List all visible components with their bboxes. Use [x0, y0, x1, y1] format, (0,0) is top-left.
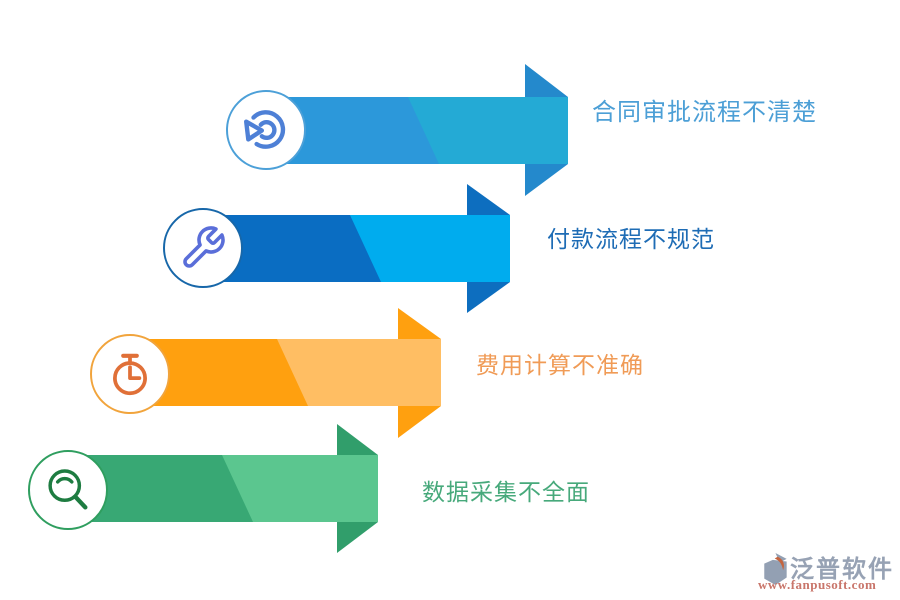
- magnifier-icon: [48, 469, 88, 510]
- arrow-band: [203, 215, 510, 282]
- arrowhead-bottom: [398, 406, 441, 438]
- step-label: 付款流程不规范: [547, 227, 715, 252]
- icon-badge: [226, 90, 306, 170]
- arrow-band: [266, 97, 568, 164]
- arrowhead-top: [337, 424, 378, 455]
- icon-badge: [90, 334, 170, 414]
- arrow-band-light-segment: [222, 455, 378, 522]
- arrowhead-top: [467, 184, 510, 215]
- arrow-band-light-segment: [350, 215, 510, 282]
- arrowhead-top: [398, 308, 441, 339]
- arrowhead-top: [525, 64, 568, 97]
- step-label: 合同审批流程不清楚: [592, 100, 817, 126]
- step-label: 费用计算不准确: [476, 353, 644, 378]
- arrow-band-light-segment: [277, 339, 441, 406]
- arrow-band: [130, 339, 441, 406]
- step-label: 数据采集不全面: [422, 480, 590, 505]
- watermark: 泛普软件 www.fanpusoft.com: [752, 549, 900, 595]
- wrench-icon: [183, 226, 225, 268]
- stopwatch-icon: [113, 353, 147, 396]
- arrowhead-bottom: [525, 164, 568, 196]
- arrowhead-bottom: [337, 522, 378, 553]
- arrowhead-bottom: [467, 282, 510, 313]
- pie-chart-icon: [244, 110, 286, 149]
- fanpu-logo-icon: [764, 553, 787, 585]
- arrow-band: [68, 455, 378, 522]
- watermark-brand: 泛普软件: [790, 557, 894, 583]
- arrow-band-light-segment: [408, 97, 568, 164]
- watermark-url: www.fanpusoft.com: [758, 577, 877, 592]
- icon-badge: [28, 450, 108, 530]
- icon-badge: [163, 208, 243, 288]
